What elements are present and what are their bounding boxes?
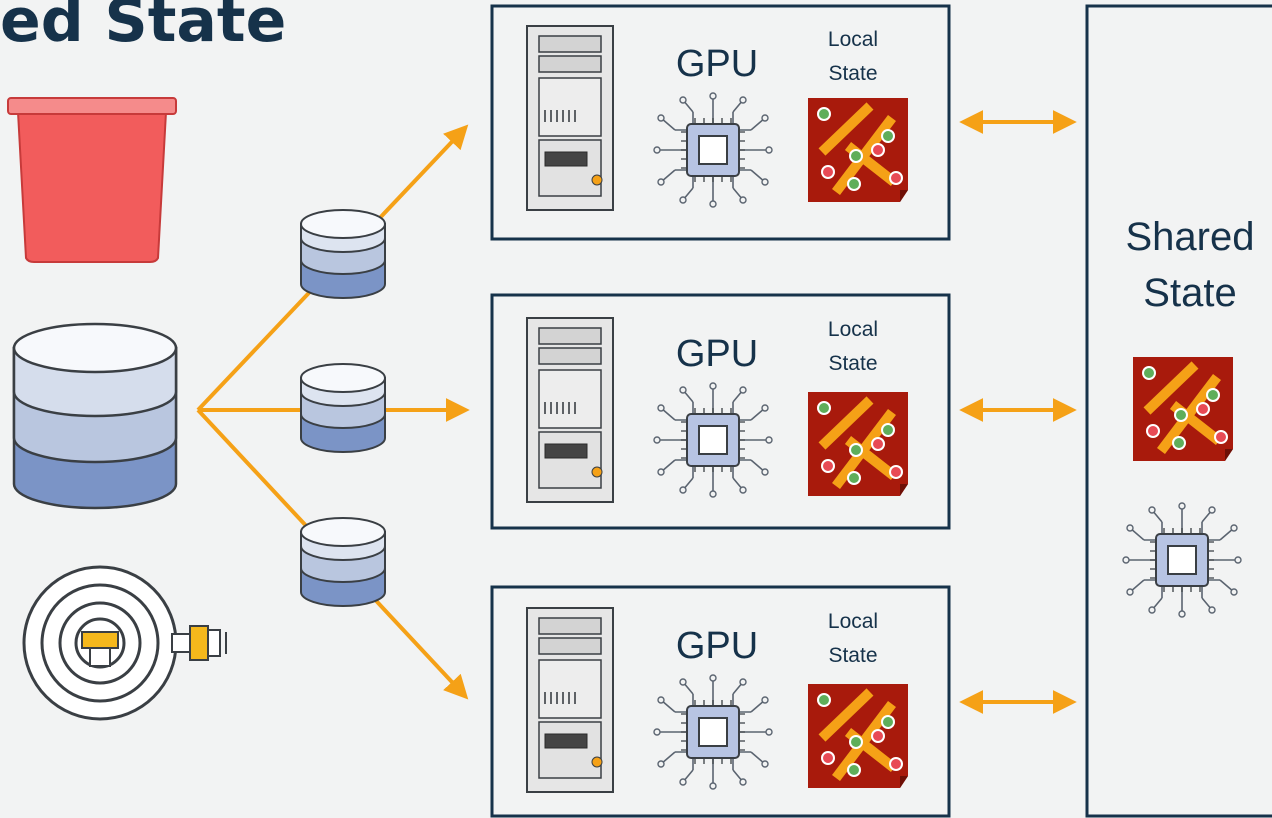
local-state-label: State bbox=[828, 352, 877, 375]
database-icon bbox=[12, 322, 178, 510]
worker-node: GPU Local State bbox=[490, 293, 951, 530]
shard-database-icon bbox=[300, 517, 386, 607]
server-icon bbox=[526, 25, 614, 211]
worker-node: GPU Local State bbox=[490, 585, 951, 818]
server-icon bbox=[526, 607, 614, 793]
local-state-label: State bbox=[828, 62, 877, 85]
server-icon bbox=[526, 317, 614, 503]
local-state-label: Local bbox=[828, 318, 878, 341]
shared-state-label: State bbox=[1143, 271, 1236, 315]
state-tile-icon bbox=[808, 98, 908, 202]
shard-database-icon bbox=[300, 209, 386, 299]
page-title: ed State bbox=[0, 0, 287, 56]
shared-state-panel: Shared State bbox=[1085, 4, 1272, 818]
gpu-label: GPU bbox=[676, 625, 758, 667]
gpu-label: GPU bbox=[676, 333, 758, 375]
local-state-label: Local bbox=[828, 610, 878, 633]
local-state-label: State bbox=[828, 644, 877, 667]
shard-database-icon bbox=[300, 363, 386, 453]
worker-node: GPU Local State bbox=[490, 4, 951, 241]
state-tile-icon bbox=[808, 684, 908, 788]
state-tile-icon bbox=[808, 392, 908, 496]
shared-state-label: Shared bbox=[1126, 215, 1255, 259]
bucket-icon bbox=[7, 97, 177, 263]
state-tile-icon bbox=[1133, 357, 1233, 461]
local-state-label: Local bbox=[828, 28, 878, 51]
stream-icon bbox=[22, 565, 227, 721]
gpu-label: GPU bbox=[676, 43, 758, 85]
sync-arrows bbox=[959, 110, 1077, 714]
